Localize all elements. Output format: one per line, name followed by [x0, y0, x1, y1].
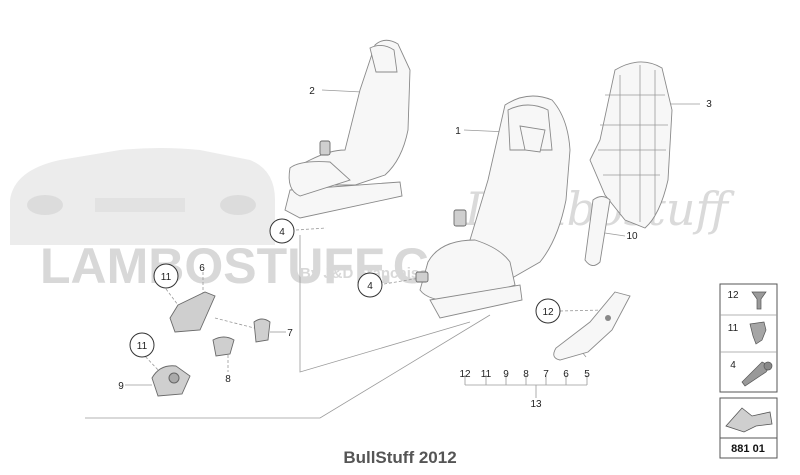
seat-assembly-small	[284, 39, 411, 219]
callout-6: 6	[199, 263, 205, 274]
fastener-label-4: 4	[730, 360, 736, 371]
bracket-number: 12	[459, 369, 471, 380]
bracket-number: 5	[584, 369, 590, 380]
small-parts	[151, 291, 271, 397]
callout-3: 3	[706, 99, 712, 110]
callout-11-upper: 11	[161, 272, 172, 283]
bracket-number-row: 12 11 9 8 7 6 5	[459, 369, 590, 380]
backrest-frame	[589, 61, 673, 229]
callout-12: 12	[542, 307, 554, 318]
bracket-ticks	[464, 375, 588, 385]
push-rivet-icon	[749, 321, 767, 345]
fastener-label-12: 12	[727, 290, 739, 301]
callout-10: 10	[626, 231, 638, 242]
bracket-number: 7	[543, 369, 549, 380]
bracket-number: 11	[481, 369, 492, 380]
circled-callouts: 4 4 12 11 11	[129, 218, 561, 358]
watermark-byline: By J&D Francaise	[300, 265, 428, 282]
callout-4-lower: 4	[367, 281, 373, 292]
callout-2: 2	[309, 86, 315, 97]
seat-assembly-main	[415, 95, 571, 319]
clip-fastener-icon	[751, 291, 767, 310]
footer-caption: BullStuff 2012	[343, 448, 457, 467]
fastener-label-11: 11	[728, 323, 739, 334]
fastener-panel: 12 11 4	[719, 283, 778, 393]
bracket-number: 6	[563, 369, 569, 380]
lower-trim-part	[553, 291, 631, 361]
callout-8: 8	[225, 374, 231, 385]
bracket-number: 9	[503, 369, 509, 380]
callout-1: 1	[455, 126, 461, 137]
callout-4-upper: 4	[279, 227, 285, 238]
bracket-number: 8	[523, 369, 529, 380]
callout-13: 13	[530, 399, 542, 410]
side-trim-part	[584, 196, 611, 266]
watermark-car-silhouette	[10, 148, 275, 245]
callout-7: 7	[287, 328, 293, 339]
diagram-number-box: 881 01	[719, 397, 778, 459]
callout-9: 9	[118, 381, 124, 392]
callout-11-lower: 11	[137, 341, 148, 352]
diagram-number: 881 01	[731, 443, 765, 455]
callout-labels: 2 1 3 10 6 7 8 9 13	[118, 86, 712, 410]
direction-arrow-icon	[725, 407, 773, 433]
